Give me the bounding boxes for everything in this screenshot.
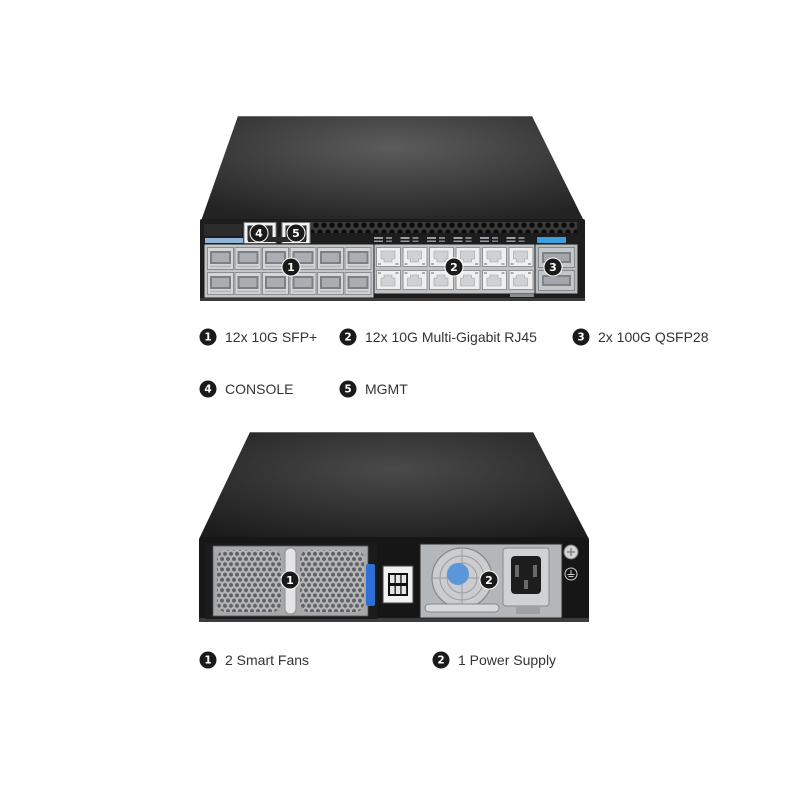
legend-label: 2 Smart Fans xyxy=(225,652,309,668)
sfp-port xyxy=(317,247,344,270)
sfp-port xyxy=(207,247,234,270)
callout-number: 2 xyxy=(450,261,458,274)
legend-number: 3 xyxy=(577,332,584,344)
front-callout-2: 2 xyxy=(444,257,464,277)
rj45-port xyxy=(508,247,534,267)
ac-power-socket xyxy=(502,547,550,614)
legend-number: 4 xyxy=(204,384,211,396)
legend-number: 2 xyxy=(437,655,444,667)
legend-item: 1 2 Smart Fans xyxy=(199,651,309,669)
legend-label: MGMT xyxy=(365,381,408,397)
rj45-port xyxy=(376,270,401,290)
legend-label: CONSOLE xyxy=(225,381,293,397)
legend-label: 2x 100G QSFP28 xyxy=(598,329,709,345)
rj45-port xyxy=(482,247,507,267)
callout-number: 2 xyxy=(485,574,493,587)
fan-latch xyxy=(366,564,375,606)
fan-grill xyxy=(300,550,364,612)
callout-number: 1 xyxy=(287,261,295,274)
sfp-port xyxy=(234,272,262,295)
legend-number: 1 xyxy=(204,332,211,344)
legend-number: 1 xyxy=(204,655,211,667)
psu-handle xyxy=(424,603,500,613)
rear-switch: 1 2 xyxy=(199,432,589,622)
legend-label: 12x 10G SFP+ xyxy=(225,329,317,345)
rear-legend: 1 2 Smart Fans 2 1 Power Supply xyxy=(199,651,556,669)
sfp-port xyxy=(234,247,262,270)
legend-label: 1 Power Supply xyxy=(458,652,556,668)
front-legend: 1 12x 10G SFP+ 2 12x 10G Multi-Gigabit R… xyxy=(199,328,709,398)
sfp-port xyxy=(317,272,344,295)
callout-number: 3 xyxy=(549,261,557,274)
front-callout-3: 3 xyxy=(543,257,563,277)
front-top-surface xyxy=(201,116,584,221)
sfp-port xyxy=(344,272,372,295)
legend-number: 5 xyxy=(344,384,351,396)
qsfp-label xyxy=(537,237,566,243)
rj45-port xyxy=(482,270,507,290)
front-callout-4: 4 xyxy=(249,223,269,243)
legend-item: 1 12x 10G SFP+ xyxy=(199,328,317,346)
front-switch: 4 5 1 2 3 xyxy=(200,116,585,301)
rj45-port xyxy=(376,247,401,267)
legend-item: 2 12x 10G Multi-Gigabit RJ45 xyxy=(339,328,537,346)
rj45-port xyxy=(402,270,428,290)
rear-callout-2: 2 xyxy=(479,570,499,590)
legend-number: 2 xyxy=(344,332,351,344)
sfp-port xyxy=(262,272,289,295)
legend-item: 3 2x 100G QSFP28 xyxy=(572,328,709,346)
callout-number: 1 xyxy=(286,574,294,587)
ground-icon xyxy=(564,567,578,581)
sfp-port xyxy=(207,272,234,295)
psu-fan-sticker xyxy=(447,563,469,585)
front-callout-5: 5 xyxy=(286,223,306,243)
legend-item: 4 CONSOLE xyxy=(199,380,293,398)
callout-number: 4 xyxy=(255,227,263,240)
legend-item: 2 1 Power Supply xyxy=(432,651,556,669)
qsfp-port-block xyxy=(534,243,579,295)
fan-grill xyxy=(217,550,281,612)
rj45-port xyxy=(508,270,534,290)
legend-label: 12x 10G Multi-Gigabit RJ45 xyxy=(365,329,537,345)
rj45-port xyxy=(402,247,428,267)
legend-item: 5 MGMT xyxy=(339,380,408,398)
front-callout-1: 1 xyxy=(281,257,301,277)
psu-fan xyxy=(431,547,493,609)
front-vent-row xyxy=(311,222,577,233)
rear-top-surface xyxy=(199,432,589,539)
sfp-port xyxy=(344,247,372,270)
power-connector xyxy=(382,565,414,604)
model-label xyxy=(205,238,243,243)
rear-callout-1: 1 xyxy=(280,570,300,590)
ground-screw xyxy=(563,544,579,560)
callout-number: 5 xyxy=(292,227,300,240)
